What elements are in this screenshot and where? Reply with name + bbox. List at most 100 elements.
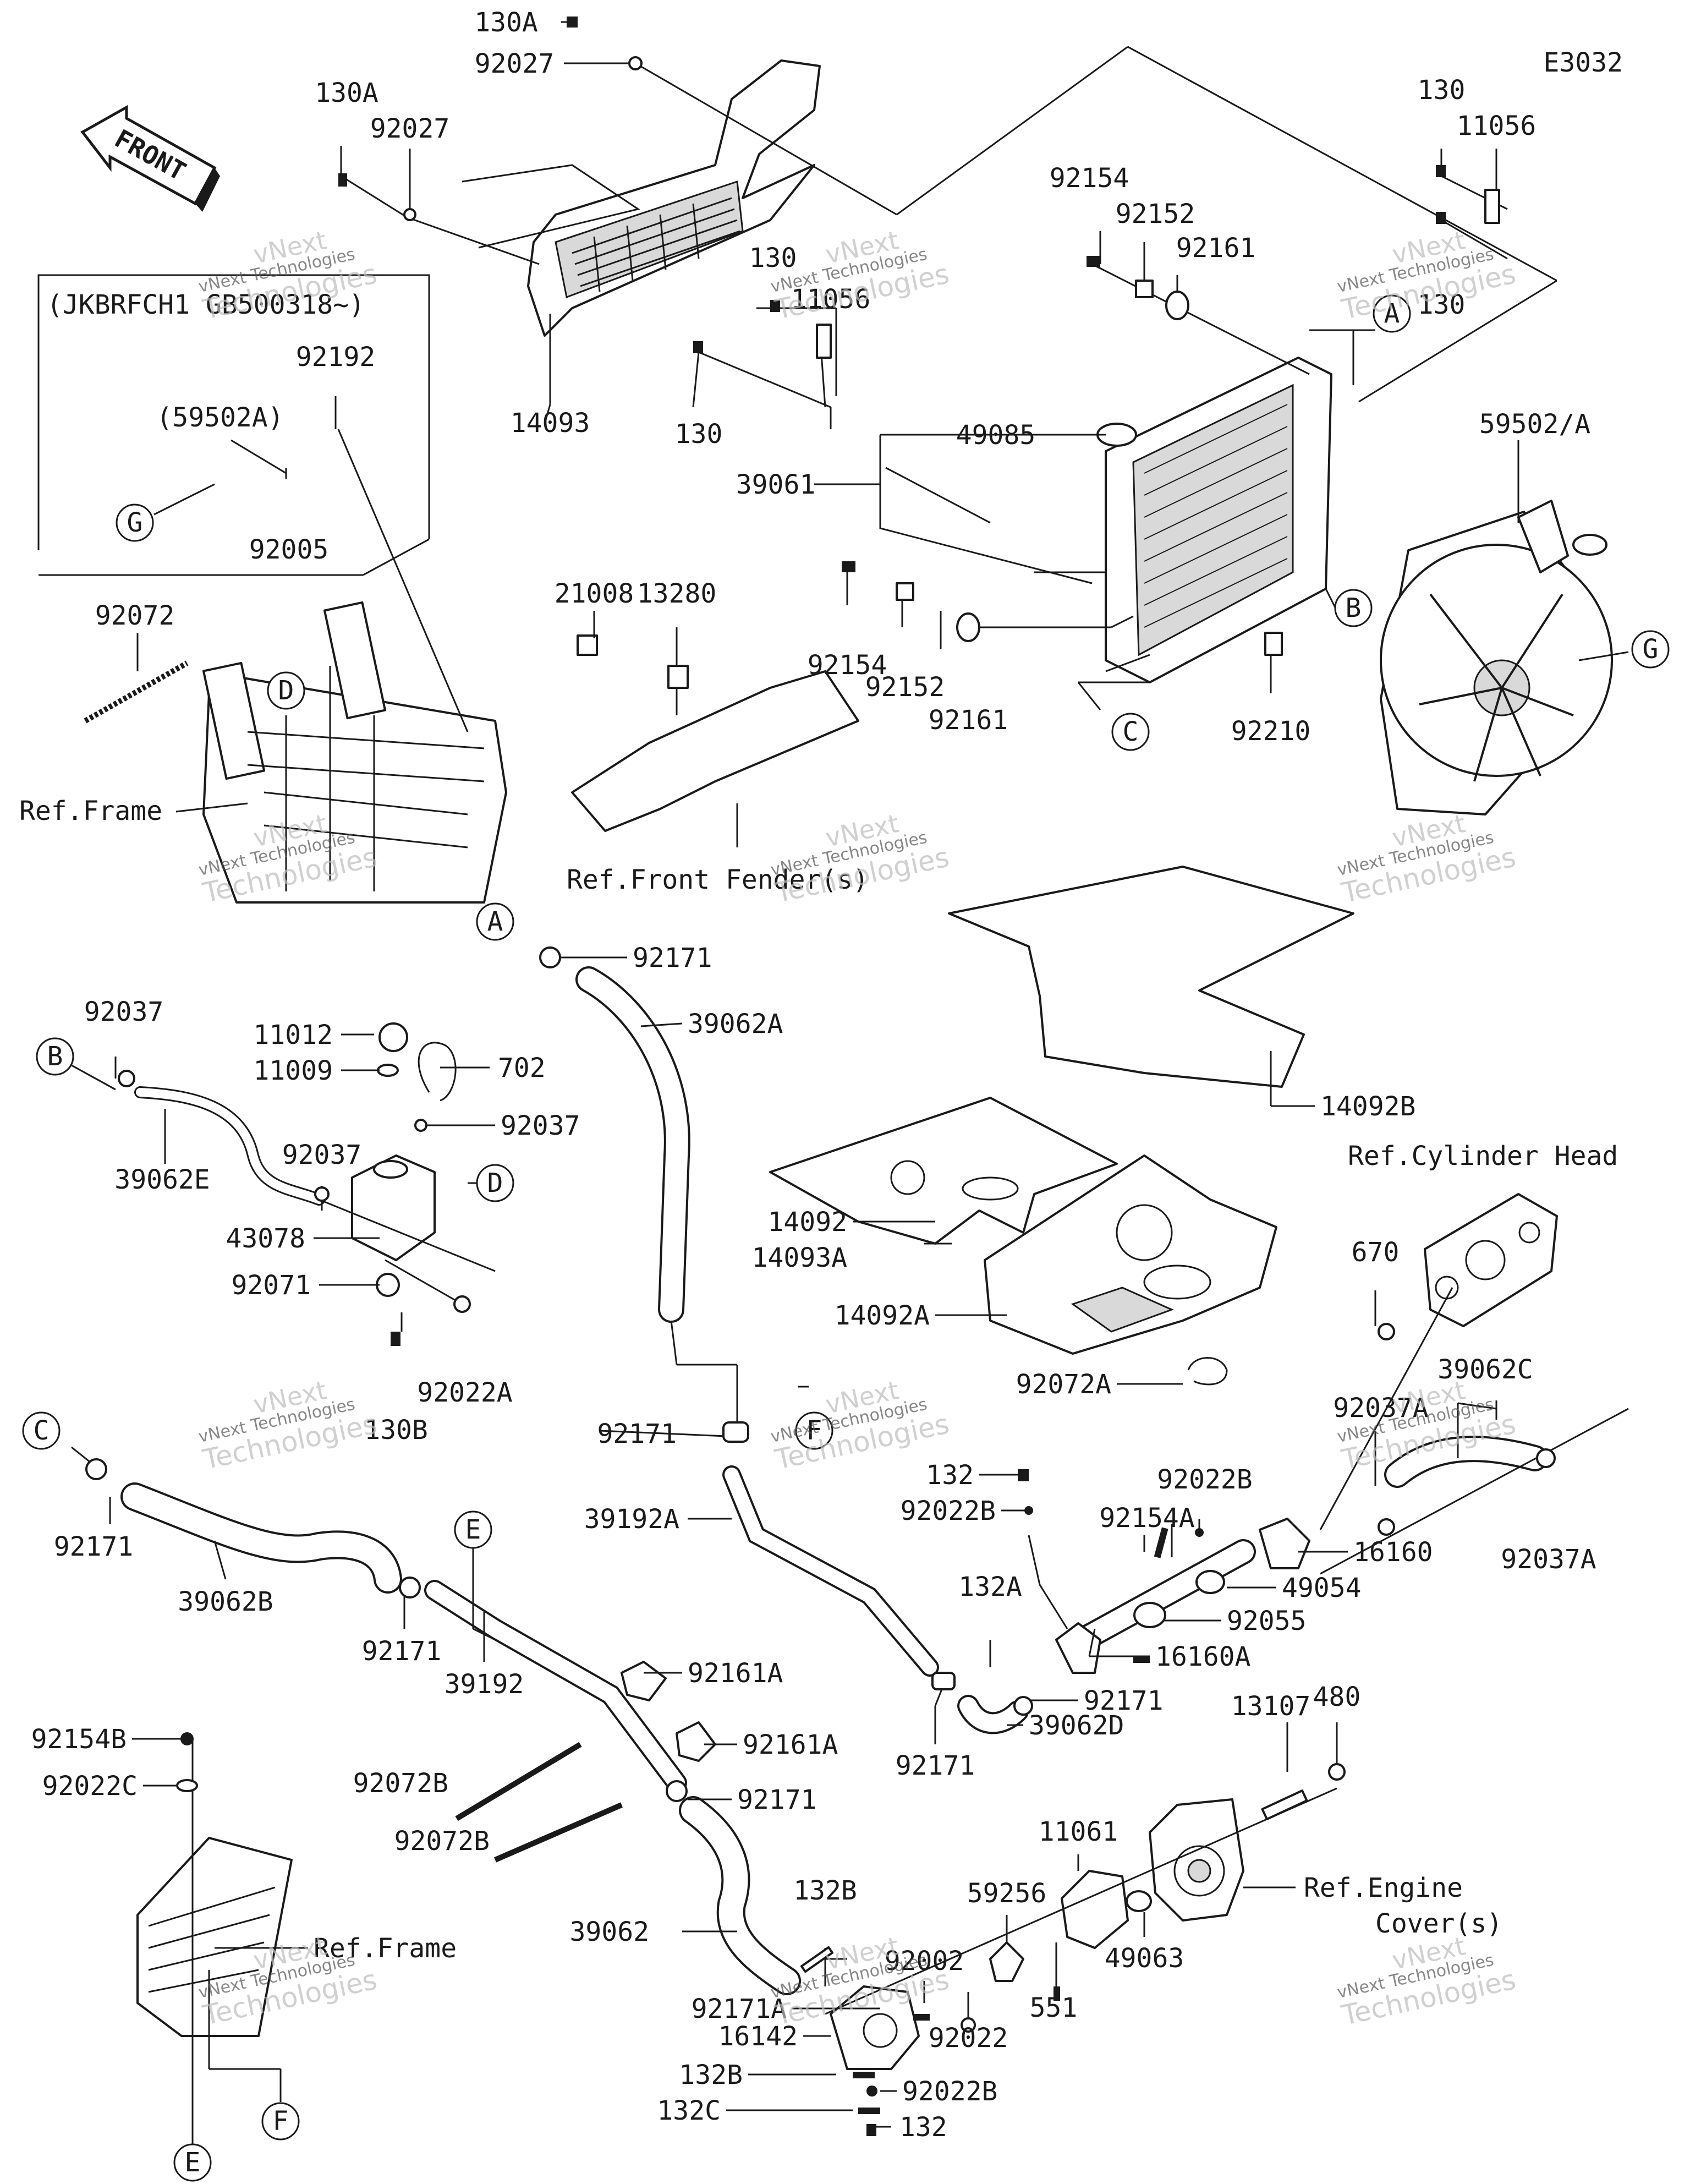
- part-label-14093a: 14093A: [752, 1242, 847, 1273]
- part-label-92072b: 92072B: [353, 1768, 448, 1799]
- part-label-92152: 92152: [865, 672, 945, 703]
- connector-b-mid: B: [47, 1041, 63, 1072]
- clamp-92161a-upper: [621, 1661, 667, 1701]
- part-label-130: 130: [1418, 75, 1466, 106]
- part-label-92192: 92192: [296, 342, 376, 373]
- connector-d-frame: D: [278, 675, 294, 706]
- part-label-14092: 14092: [768, 1207, 848, 1238]
- part-label-39192: 39192: [445, 1669, 524, 1700]
- cooling-fan-drawing: [1380, 500, 1613, 815]
- part-label-39192a: 39192A: [584, 1504, 679, 1535]
- part-label-130: 130: [749, 243, 797, 273]
- part-label-14093: 14093: [511, 408, 590, 439]
- radiator-drawing: [1096, 357, 1332, 683]
- clip-13280: [667, 665, 689, 689]
- part-label-92171: 92171: [54, 1531, 134, 1562]
- connector-g-top: G: [1643, 634, 1659, 665]
- ref-label-frame-upper: Ref.Frame: [19, 796, 162, 826]
- water-pump-cover-11061: [1061, 1870, 1129, 1949]
- part-label-480: 480: [1313, 1682, 1361, 1712]
- ref-label-engine-cover-line2: Cover(s): [1375, 1908, 1502, 1939]
- part-label-92161: 92161: [929, 705, 1008, 736]
- part-label-39062e: 39062E: [114, 1164, 210, 1195]
- engine-cover-drawing: [1149, 1798, 1244, 1922]
- part-label-92154a: 92154A: [1099, 1503, 1194, 1534]
- part-label-92161a: 92161A: [743, 1729, 838, 1760]
- part-label-92171: 92171: [597, 1419, 677, 1449]
- ref-label-cylinder-head: Ref.Cylinder Head: [1348, 1141, 1618, 1172]
- clamp-92072a: [1187, 1357, 1228, 1386]
- part-label-132a: 132A: [958, 1572, 1022, 1602]
- cylinder-head-drawing: [1424, 1193, 1558, 1327]
- part-labels: 130A 92027 130A 92027 14093 130 11056 13…: [19, 7, 1618, 2143]
- part-label-92171: 92171: [362, 1636, 442, 1667]
- part-label-92171: 92171: [896, 1750, 975, 1781]
- part-label-92022c: 92022C: [42, 1771, 138, 1802]
- part-label-16142: 16142: [718, 2021, 798, 2052]
- part-label-14092b: 14092B: [1320, 1091, 1415, 1122]
- part-label-11061: 11061: [1039, 1816, 1118, 1847]
- part-label-16160: 16160: [1353, 1537, 1433, 1568]
- part-label-92210: 92210: [1231, 716, 1311, 747]
- part-label-92071: 92071: [232, 1270, 311, 1301]
- part-label-59502-a: 59502/A: [1479, 409, 1590, 440]
- serial-box: (JKBRFCH1 GB500318~): [37, 274, 430, 576]
- frame-drawing-lower: [136, 1837, 293, 2037]
- radiator-cover-drawing: [527, 59, 821, 337]
- thermostat-49054: [1195, 1570, 1225, 1594]
- part-label-39062d: 39062D: [1029, 1710, 1124, 1741]
- connector-f-bottom: F: [273, 2106, 289, 2137]
- small-hardware: [85, 17, 1556, 2136]
- part-label-92027: 92027: [370, 113, 450, 144]
- ref-label-front-fender: Ref.Front Fender(s): [567, 864, 869, 895]
- part-label-49054: 49054: [1282, 1573, 1362, 1603]
- part-label-39062: 39062: [570, 1917, 650, 1947]
- part-label-11056: 11056: [791, 284, 871, 315]
- impeller-59256: [989, 1941, 1024, 1982]
- connector-a-mid: A: [487, 906, 503, 937]
- frame-drawing-upper: [202, 601, 507, 904]
- cable-tie-92072: [84, 660, 189, 724]
- part-label-92002: 92002: [885, 1946, 964, 1977]
- part-label-92022b: 92022B: [902, 2076, 997, 2107]
- connector-g-left: G: [127, 507, 143, 538]
- part-label-130a: 130A: [474, 7, 538, 38]
- part-label-92171: 92171: [633, 943, 712, 973]
- part-label-132b: 132B: [679, 2060, 743, 2090]
- part-label-92154b: 92154B: [31, 1724, 127, 1755]
- part-label-92022b: 92022B: [1157, 1464, 1252, 1495]
- part-label-92022b: 92022B: [901, 1496, 996, 1526]
- part-label-130b: 130B: [364, 1415, 428, 1446]
- ref-label-frame-lower: Ref.Frame: [314, 1933, 457, 1964]
- part-label-11009: 11009: [254, 1055, 333, 1086]
- part-label-702: 702: [498, 1053, 546, 1083]
- part-label-92072: 92072: [95, 600, 175, 631]
- part-label-92171: 92171: [1084, 1685, 1164, 1716]
- o-ring-92055: [1133, 1602, 1166, 1628]
- part-label-92037: 92037: [501, 1110, 580, 1141]
- connector-c-mid: C: [34, 1415, 50, 1446]
- part-label-49063: 49063: [1105, 1943, 1184, 1974]
- part-label-132b: 132B: [793, 1875, 857, 1906]
- part-label-92152: 92152: [1116, 199, 1195, 229]
- connector-d-mid: D: [487, 1168, 503, 1198]
- part-label-92171a: 92171A: [692, 1994, 787, 2024]
- part-label-92005: 92005: [249, 534, 329, 565]
- cable-tie-92072b-lower: [494, 1802, 623, 1863]
- part-label-92072a: 92072A: [1016, 1369, 1111, 1400]
- ref-label-engine-cover: Ref.Engine: [1304, 1873, 1463, 1903]
- connector-e-mid: E: [465, 1514, 481, 1545]
- part-label-39062b: 39062B: [178, 1586, 273, 1617]
- part-label-92154: 92154: [808, 650, 887, 681]
- part-label-551: 551: [1030, 1993, 1078, 2023]
- diagram-code: E3032: [1544, 47, 1623, 78]
- part-label-21008: 21008: [555, 578, 634, 609]
- part-label-130: 130: [1418, 289, 1466, 320]
- part-label-92072b: 92072B: [394, 1826, 490, 1857]
- connector-e-bottom: E: [185, 2147, 201, 2178]
- part-label-92161: 92161: [1176, 233, 1256, 264]
- part-label-43078: 43078: [226, 1223, 306, 1254]
- thermostat-cover-16160: [1259, 1518, 1310, 1569]
- part-label-670: 670: [1352, 1237, 1400, 1268]
